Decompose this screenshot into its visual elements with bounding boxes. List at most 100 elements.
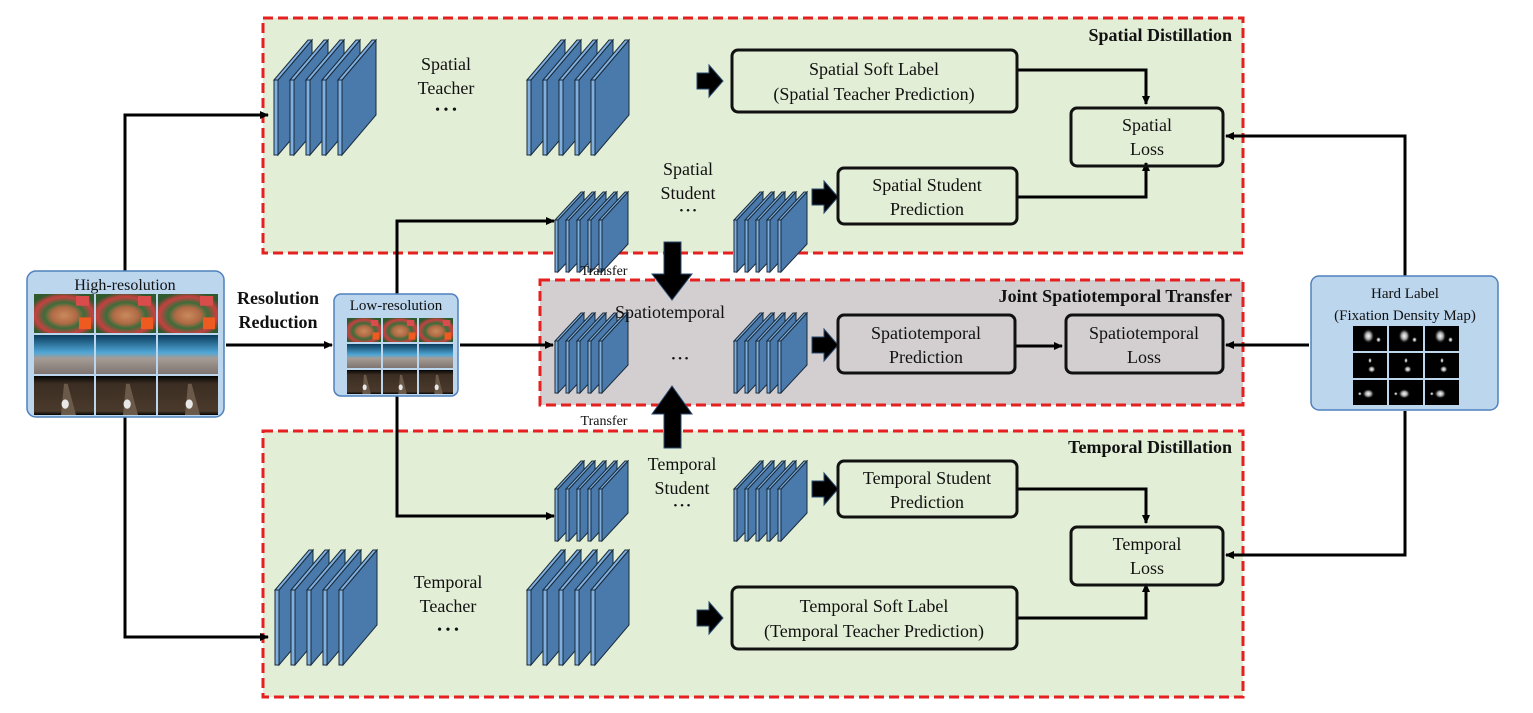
temporal-student-output-arrow (811, 471, 839, 507)
temporal-student-label-1: Temporal (648, 454, 717, 474)
aerial-frame (96, 294, 156, 333)
arrow-hard-to-temporal-loss (1225, 411, 1407, 559)
aerial-frame (347, 318, 381, 342)
spatial-soft-label-box (730, 48, 1019, 114)
temporal-loss-box (1069, 525, 1225, 587)
spatial-distillation-title: Spatial Distillation (1088, 25, 1232, 45)
temporal-pred-line1: Temporal Student (863, 468, 991, 488)
st-pred-line2: Prediction (889, 347, 963, 367)
temporal-teacher-input-stack (273, 548, 379, 667)
temporal-teacher-label-2: Teacher (420, 596, 477, 616)
joint-transfer-region: Joint Spatiotemporal Transfer (538, 278, 1245, 407)
low-resolution-frames (347, 318, 453, 394)
landscape-frame (96, 335, 156, 374)
spatial-pred-line1: Spatial Student (872, 175, 982, 195)
fixation-map (1353, 326, 1387, 351)
landscape-frame (347, 344, 381, 368)
spatial-student-prediction-box (836, 166, 1019, 226)
spatial-student-input-stack (553, 190, 630, 274)
temporal-student-input-stack (553, 459, 630, 543)
temporal-soft-label-line1: Temporal Soft Label (800, 596, 949, 616)
fixation-map (1425, 353, 1459, 378)
temporal-teacher-ellipsis: • • • (437, 623, 459, 638)
spatial-loss-box (1069, 106, 1225, 168)
temporal-soft-label-box (730, 585, 1019, 651)
arrow-low-to-temporal-student (395, 396, 555, 520)
road-frame (96, 376, 156, 415)
fixation-map (1389, 380, 1423, 405)
resolution-reduction-line1: Resolution (237, 288, 319, 308)
road-frame (34, 376, 94, 415)
aerial-frame (419, 318, 453, 342)
connectors (123, 68, 1407, 641)
road-frame (383, 370, 417, 394)
arrow-hard-to-spatial-loss (1225, 132, 1407, 276)
spatiotemporal-output-arrow (811, 327, 839, 363)
low-resolution-label: Low-resolution (350, 298, 443, 314)
transfer-label-bottom: Transfer (581, 414, 628, 429)
joint-transfer-title: Joint Spatiotemporal Transfer (999, 286, 1232, 306)
high-resolution-frames (34, 294, 218, 415)
arrow-high-to-spatial-teacher (123, 111, 269, 275)
layer (776, 459, 809, 543)
spatial-teacher-output-arrow (696, 63, 724, 99)
temporal-loss-line2: Loss (1130, 558, 1164, 578)
hard-label-line1: Hard Label (1371, 286, 1439, 302)
hard-label-panel: Hard Label (Fixation Density Map) (1310, 275, 1499, 411)
fixation-density-maps (1353, 326, 1459, 405)
transfer-label-top: Transfer (581, 264, 628, 279)
fixation-map (1353, 353, 1387, 378)
spatial-soft-label-line1: Spatial Soft Label (809, 59, 939, 79)
layer (337, 548, 379, 667)
temporal-student-ellipsis: • • • (673, 500, 690, 512)
spatial-loss-line2: Loss (1130, 139, 1164, 159)
temporal-teacher-output-stack (525, 548, 631, 667)
arrow-pred-to-spatial-loss (1017, 162, 1150, 199)
st-loss-line2: Loss (1127, 347, 1161, 367)
spatiotemporal-label: Spatiotemporal (615, 302, 725, 322)
fixation-map (1353, 380, 1387, 405)
temporal-teacher-output-arrow (696, 600, 724, 636)
arrow-low-to-spatial-student (395, 217, 555, 296)
layer (336, 38, 378, 157)
spatiotemporal-input-stack (553, 311, 630, 395)
temporal-distillation-title: Temporal Distillation (1068, 437, 1232, 457)
spatial-teacher-output-stack (525, 38, 631, 157)
landscape-frame (419, 344, 453, 368)
spatial-teacher-input-stack (272, 38, 378, 157)
spatial-student-label-1: Spatial (663, 159, 713, 179)
arrow-pred-to-temporal-loss (1017, 487, 1150, 524)
layer (597, 459, 630, 543)
layer (597, 190, 630, 274)
spatial-teacher-label-1: Spatial (421, 54, 471, 74)
aerial-frame (383, 318, 417, 342)
temporal-student-prediction-box (836, 459, 1019, 519)
low-resolution-panel: Low-resolution (333, 293, 459, 397)
road-frame (158, 376, 218, 415)
layer (597, 311, 630, 395)
arrow-high-to-temporal-teacher (123, 415, 269, 641)
spatiotemporal-prediction-box (836, 313, 1017, 375)
fixation-map (1389, 353, 1423, 378)
layer (589, 38, 631, 157)
high-resolution-panel: High-resolution (26, 270, 225, 418)
st-loss-line1: Spatiotemporal (1089, 323, 1199, 343)
spatial-student-ellipsis: • • • (679, 205, 696, 217)
layer (776, 190, 809, 274)
aerial-frame (34, 294, 94, 333)
layer (776, 311, 809, 395)
road-frame (419, 370, 453, 394)
high-resolution-label: High-resolution (74, 277, 175, 294)
layer (589, 548, 631, 667)
transfer-arrow-down (650, 241, 694, 301)
spatial-student-output-stack (732, 190, 809, 274)
temporal-loss-line1: Temporal (1113, 534, 1182, 554)
fixation-map (1389, 326, 1423, 351)
temporal-student-label-2: Student (654, 478, 709, 498)
spatial-student-output-arrow (811, 179, 839, 215)
spatiotemporal-loss-box (1064, 313, 1225, 375)
fixation-map (1425, 380, 1459, 405)
temporal-teacher-label-1: Temporal (414, 572, 483, 592)
spatial-teacher-ellipsis: • • • (435, 103, 457, 118)
